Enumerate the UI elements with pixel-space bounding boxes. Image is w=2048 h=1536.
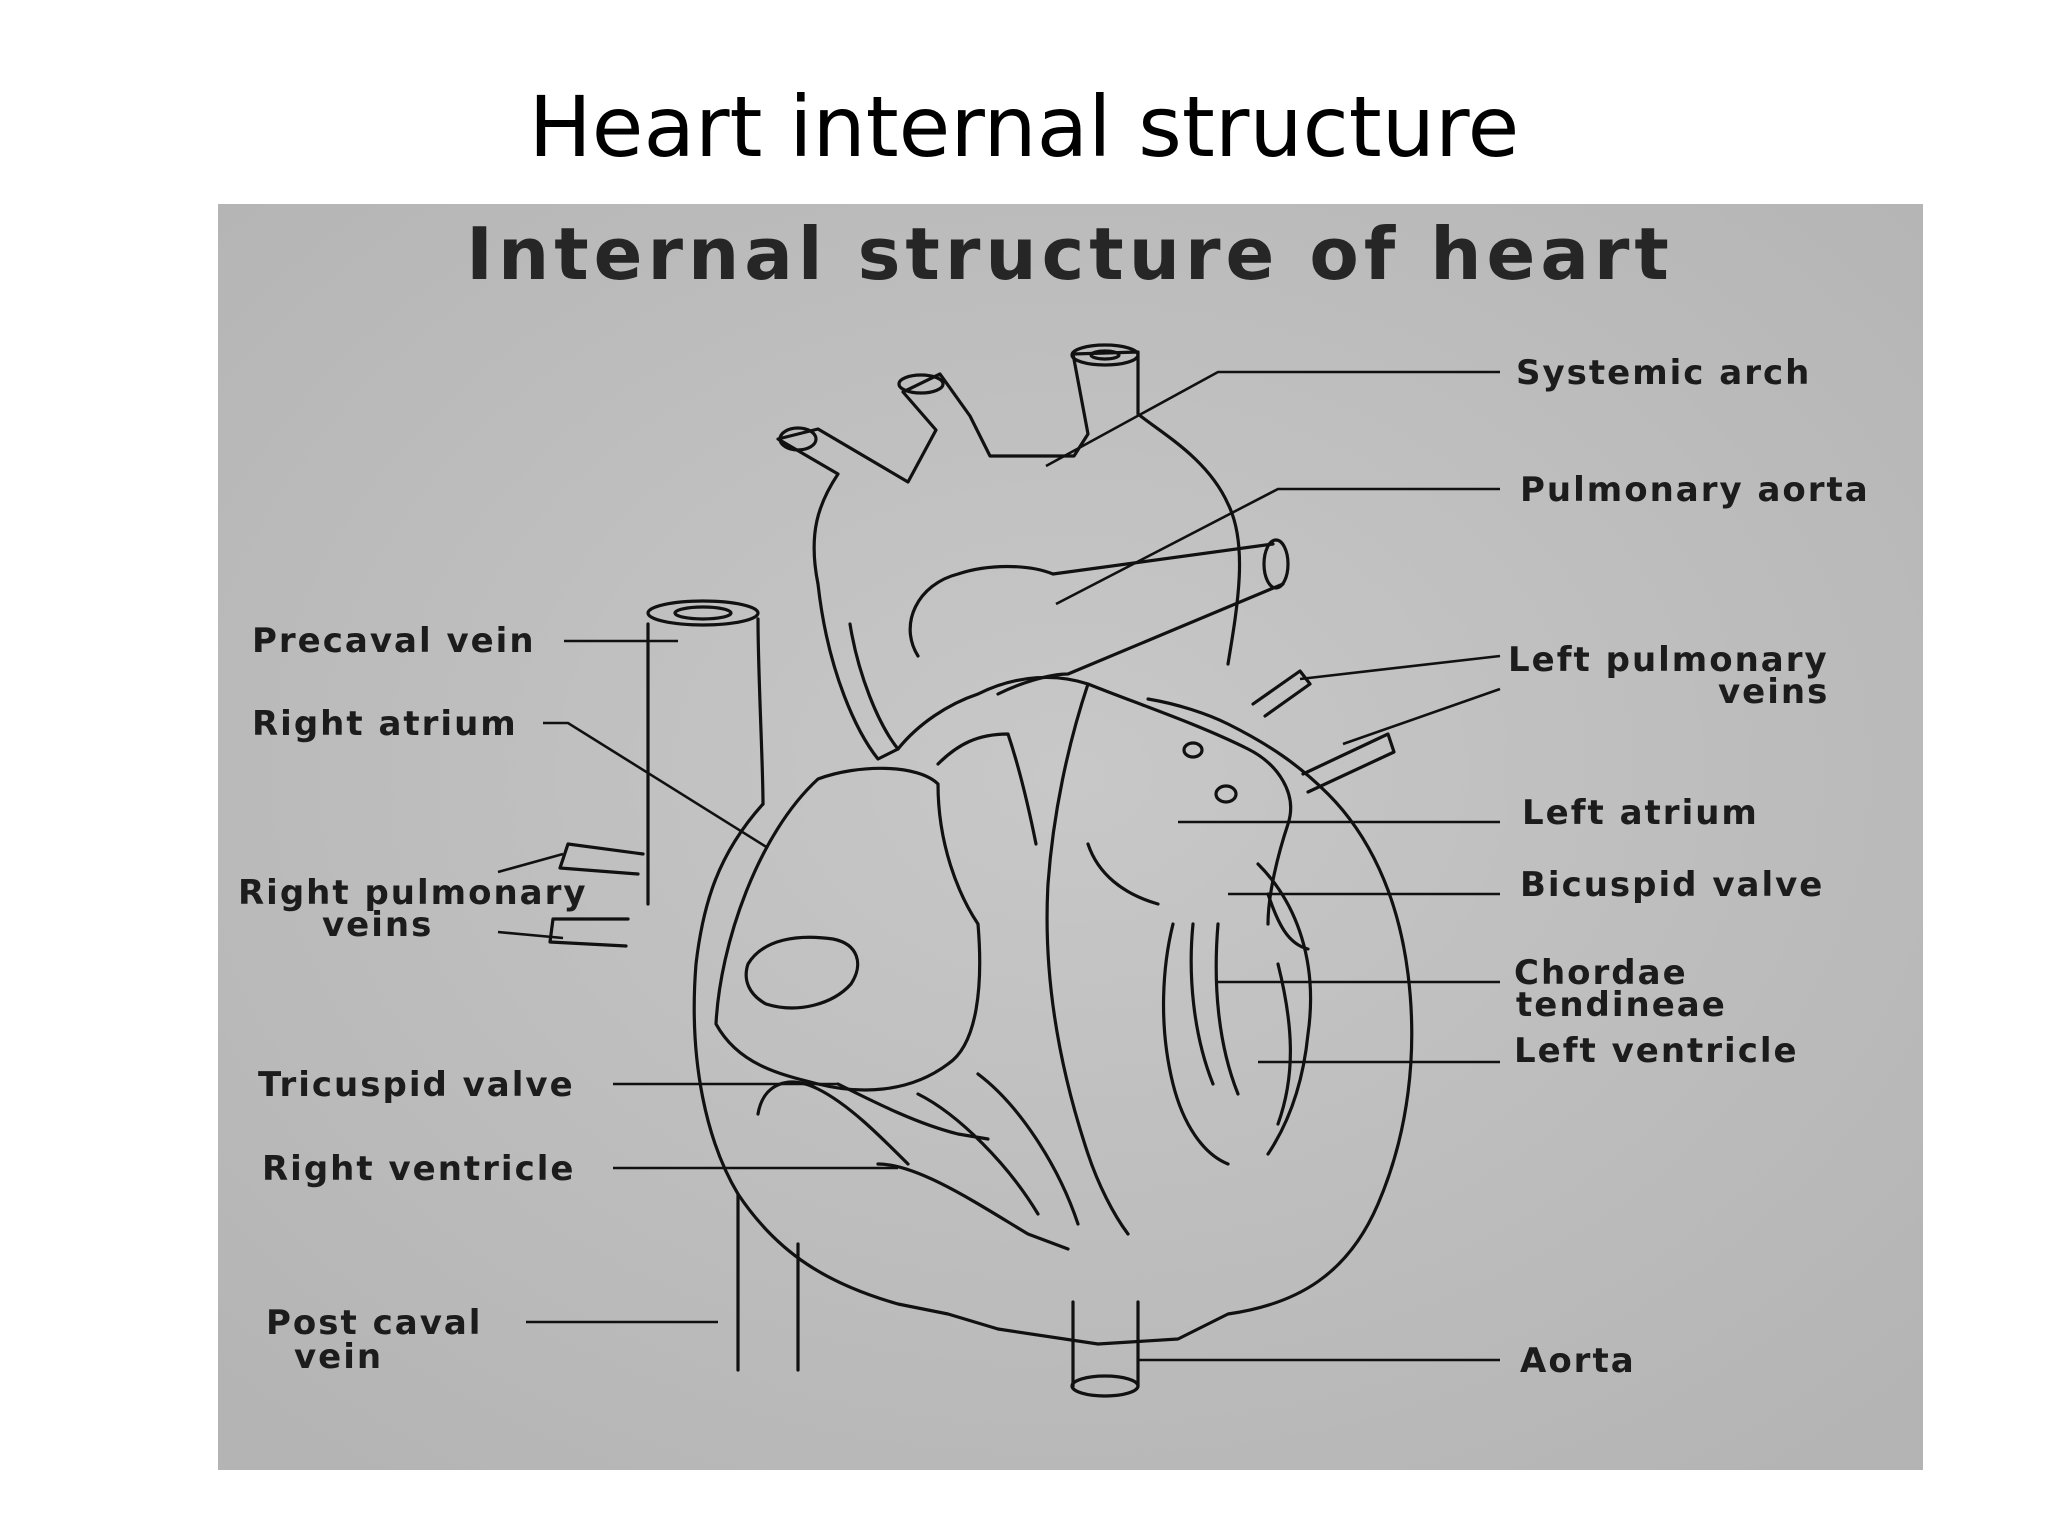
label-chordae-tendineae-2: tendineae [1516,985,1727,1025]
label-precaval-vein: Precaval vein [252,621,536,661]
systemic-arch-shape [776,350,1242,666]
labels: Systemic arch Pulmonary aorta Left pulmo… [238,353,1870,1381]
heart-diagram: Internal structure of heart [218,204,1923,1470]
leader-lines [497,370,1501,1362]
label-left-atrium: Left atrium [1522,793,1759,833]
label-systemic-arch: Systemic arch [1516,353,1811,393]
label-pulmonary-aorta: Pulmonary aorta [1520,470,1870,510]
label-left-pulmonary-veins-2: veins [1718,672,1829,712]
label-tricuspid-valve: Tricuspid valve [258,1065,575,1105]
aorta-shape [1071,1300,1140,1388]
heart-drawing [548,343,1414,1398]
diagram-panel [218,204,1923,1470]
label-right-pulmonary-veins-2: veins [322,905,433,945]
tricuspid-valve-shape [756,1072,1080,1251]
heart-outline [692,582,1414,1346]
label-left-pulmonary-veins: Left pulmonary [1508,640,1829,680]
label-post-caval-vein: Post caval [266,1303,482,1343]
label-left-ventricle: Left ventricle [1514,1031,1799,1071]
label-post-caval-vein-2: vein [294,1337,383,1377]
label-right-pulmonary-veins: Right pulmonary [238,873,588,913]
post-caval-vein-shape [736,1192,800,1372]
diagram-title: Internal structure of heart [466,212,1674,296]
slide-title: Heart internal structure [528,78,1520,176]
precaval-vein-opening [646,599,760,627]
label-bicuspid-valve: Bicuspid valve [1520,865,1824,905]
label-chordae-tendineae: Chordae [1514,953,1688,993]
label-right-atrium: Right atrium [252,704,518,744]
label-right-ventricle: Right ventricle [262,1149,575,1189]
chordae-tendineae-shape [1161,862,1313,1166]
label-aorta: Aorta [1520,1341,1636,1381]
left-atrium-chamber [1086,682,1293,926]
septum [896,675,1130,1236]
